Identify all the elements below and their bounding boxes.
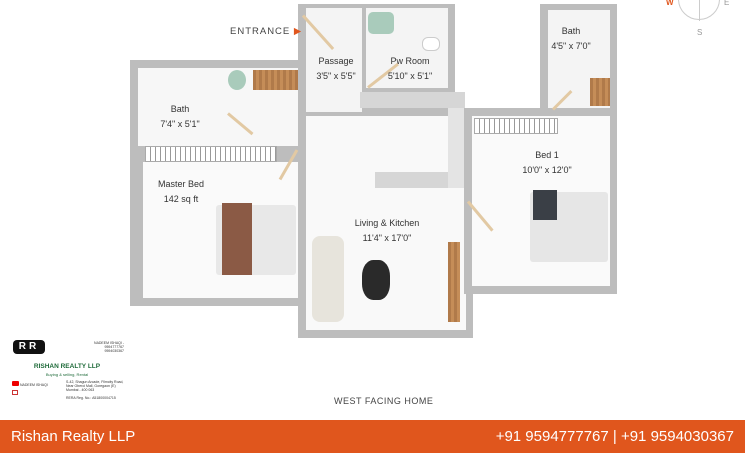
compass-icon [678, 0, 720, 21]
logo: RR [13, 340, 45, 354]
youtube-icon [12, 381, 19, 386]
entrance-arrow-icon: ▶ [293, 26, 303, 37]
entrance-label: ENTRANCE ▶ [230, 26, 303, 37]
mail-icon [12, 390, 18, 395]
footer-company: Rishan Realty LLP [11, 428, 136, 445]
plan-caption: WEST FACING HOME [334, 396, 434, 406]
footer-phones[interactable]: +91 9594777767 | +91 9594030367 [495, 428, 734, 445]
footer-bar: Rishan Realty LLP +91 9594777767 | +91 9… [0, 420, 745, 453]
